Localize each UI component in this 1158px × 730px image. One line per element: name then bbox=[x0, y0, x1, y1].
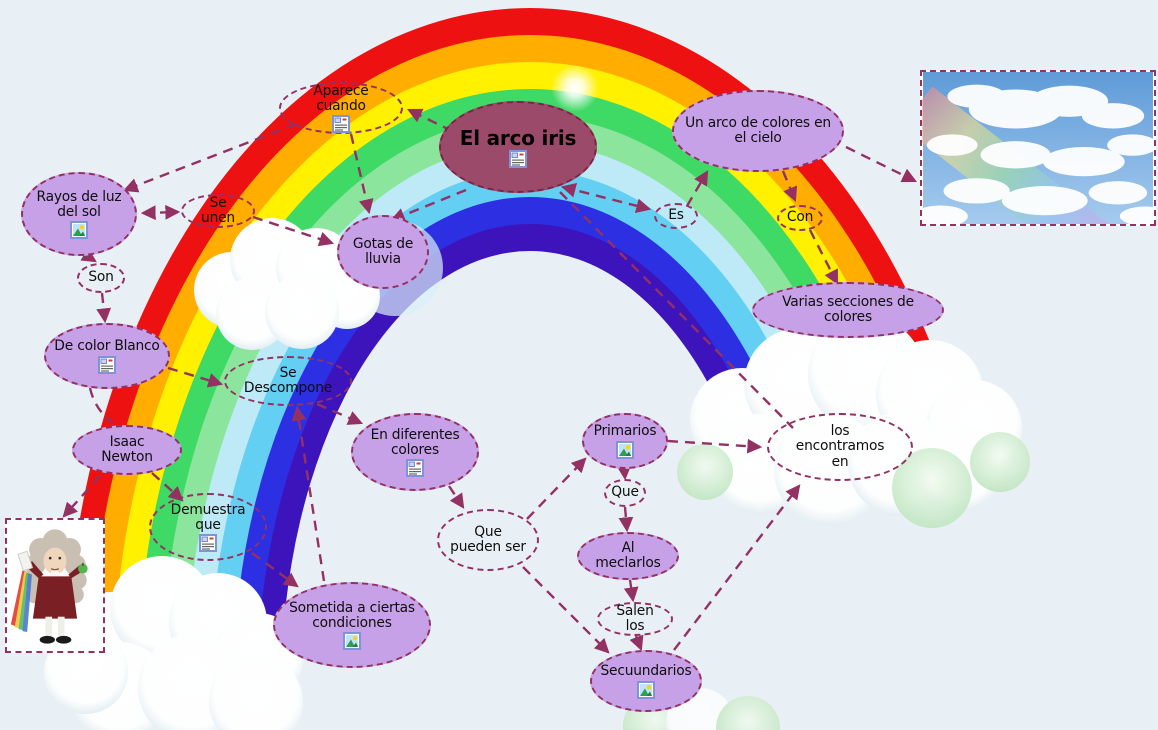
connection-arrows bbox=[62, 108, 918, 654]
image-attachment-icon[interactable] bbox=[343, 632, 361, 651]
node-son[interactable]: Son bbox=[77, 263, 125, 293]
node-el-arco-iris[interactable]: El arco iris bbox=[439, 101, 597, 193]
note-attachment-icon[interactable] bbox=[509, 150, 527, 169]
node-aparece-cuando[interactable]: Aparece cuando bbox=[279, 82, 403, 134]
node-label: Gotas de lluvia bbox=[352, 235, 414, 267]
node-que[interactable]: Que bbox=[604, 479, 646, 507]
node-al-meclarlos[interactable]: Al meclarlos bbox=[577, 532, 679, 580]
node-label: Salen los bbox=[616, 602, 654, 634]
node-primarios[interactable]: Primarios bbox=[582, 413, 668, 469]
image-attachment-icon[interactable] bbox=[70, 221, 88, 240]
node-label: Isaac Newton bbox=[101, 433, 153, 465]
sun-glare bbox=[551, 64, 599, 112]
node-label: los encontramos en bbox=[795, 422, 885, 470]
node-varias-secciones[interactable]: Varias secciones de colores bbox=[752, 282, 944, 338]
node-sometida-a-ciertas-condiciones[interactable]: Sometida a ciertas condiciones bbox=[273, 582, 431, 668]
note-attachment-icon[interactable] bbox=[199, 534, 217, 553]
node-rayos-de-luz-del-sol[interactable]: Rayos de luz del sol bbox=[21, 172, 137, 256]
sky-photo[interactable] bbox=[920, 70, 1156, 226]
node-de-color-blanco[interactable]: De color Blanco bbox=[44, 323, 170, 389]
newton-caricature bbox=[10, 529, 88, 644]
node-label: En diferentes colores bbox=[370, 426, 460, 458]
node-label: Con bbox=[786, 209, 814, 226]
node-en-diferentes-colores[interactable]: En diferentes colores bbox=[351, 413, 479, 491]
node-isaac-newton[interactable]: Isaac Newton bbox=[72, 425, 182, 475]
node-label: Es bbox=[668, 207, 684, 224]
node-un-arco-de-colores[interactable]: Un arco de colores en el cielo bbox=[672, 90, 844, 172]
node-label: Aparece cuando bbox=[313, 82, 369, 114]
sky-photo-graphic bbox=[922, 72, 1154, 224]
cloud-right bbox=[677, 316, 1030, 528]
node-salen-los[interactable]: Salen los bbox=[597, 602, 673, 636]
node-label: Un arco de colores en el cielo bbox=[685, 114, 831, 146]
note-attachment-icon[interactable] bbox=[98, 355, 116, 374]
node-es[interactable]: Es bbox=[654, 203, 698, 229]
node-label: De color Blanco bbox=[54, 338, 160, 355]
sky-patch bbox=[735, 505, 1158, 730]
node-label: Demuestra que bbox=[170, 501, 246, 533]
node-gotas-de-lluvia[interactable]: Gotas de lluvia bbox=[337, 215, 429, 289]
node-label: Que pueden ser bbox=[450, 523, 526, 555]
image-attachment-icon[interactable] bbox=[616, 440, 634, 459]
newton-image[interactable] bbox=[5, 518, 105, 653]
node-label: El arco iris bbox=[459, 125, 577, 150]
node-label: Sometida a ciertas condiciones bbox=[289, 599, 415, 631]
node-label: Rayos de luz del sol bbox=[36, 188, 122, 220]
node-label: Que bbox=[611, 484, 639, 501]
node-label: Se unen bbox=[201, 194, 235, 226]
note-attachment-icon[interactable] bbox=[332, 115, 350, 134]
node-que-pueden-ser[interactable]: Que pueden ser bbox=[437, 509, 539, 571]
node-label: Secuundarios bbox=[600, 663, 692, 680]
node-secuundarios[interactable]: Secuundarios bbox=[590, 650, 702, 712]
node-label: Al meclarlos bbox=[595, 539, 661, 571]
node-se-descompone[interactable]: Se Descompone bbox=[224, 356, 352, 406]
node-label: Varias secciones de colores bbox=[782, 293, 914, 325]
node-demuestra-que[interactable]: Demuestra que bbox=[149, 493, 267, 561]
node-se-unen[interactable]: Se unen bbox=[181, 194, 255, 228]
node-con[interactable]: Con bbox=[777, 205, 823, 231]
note-attachment-icon[interactable] bbox=[406, 459, 424, 478]
node-label: Se Descompone bbox=[243, 364, 333, 396]
node-label: Primarios bbox=[593, 423, 657, 440]
image-attachment-icon[interactable] bbox=[637, 680, 655, 699]
node-los-encontramos-en[interactable]: los encontramos en bbox=[767, 413, 913, 481]
node-label: Son bbox=[88, 269, 114, 286]
